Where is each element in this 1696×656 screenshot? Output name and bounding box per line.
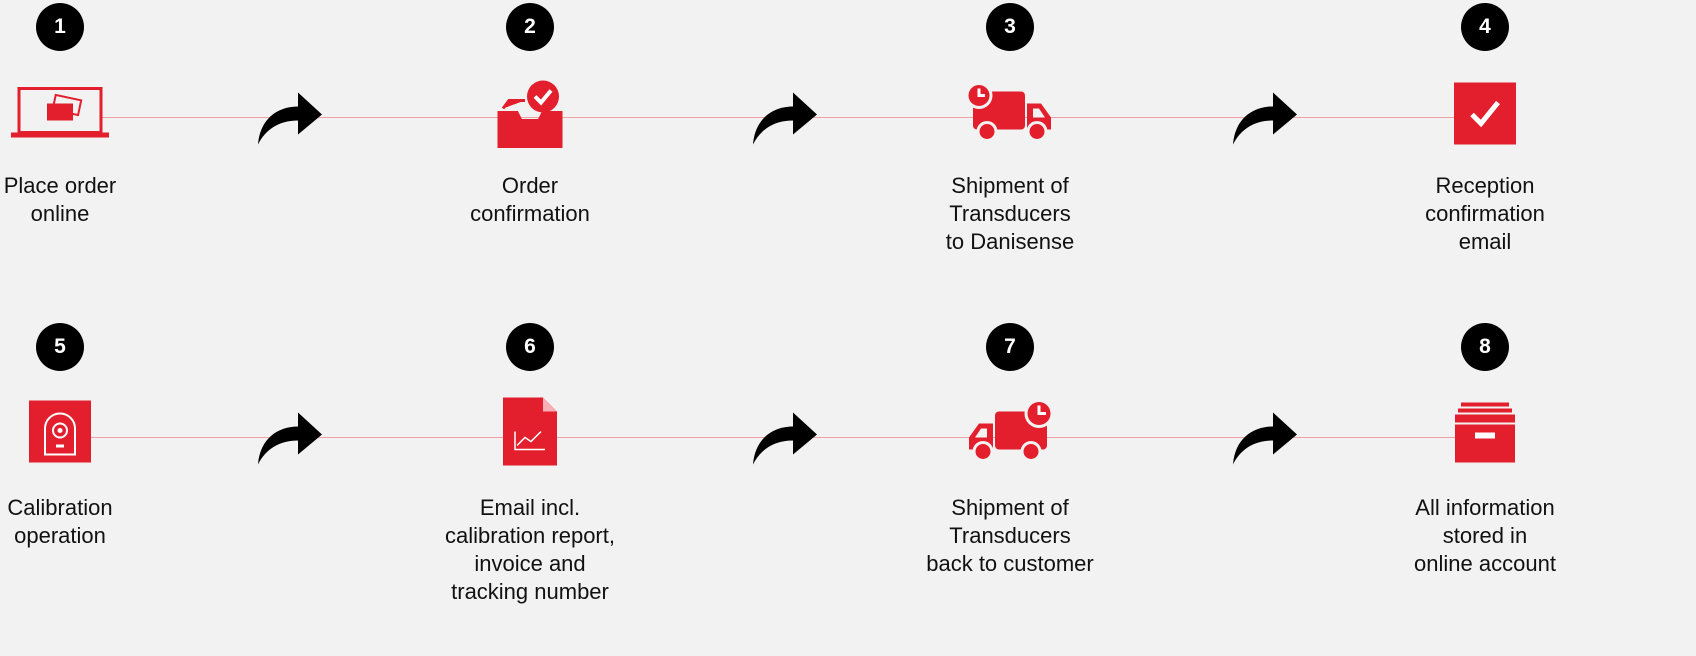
step-label-line: Shipment of <box>951 495 1069 520</box>
calibration-chamber-icon <box>29 400 91 468</box>
inbox-check-icon <box>495 79 565 154</box>
step-label: Calibration operation <box>0 494 180 550</box>
step-number-badge: 5 <box>36 323 84 371</box>
step-label: Shipment of Transducers back to customer <box>890 494 1130 578</box>
step-number-badge: 1 <box>36 3 84 51</box>
step-label-line: Calibration <box>7 495 113 520</box>
step-label-line: Order <box>501 173 559 198</box>
report-document-icon <box>503 397 557 471</box>
step-number-badge: 6 <box>506 323 554 371</box>
step-label-line: Transducers <box>949 201 1071 226</box>
archive-box-icon <box>1453 401 1517 468</box>
step-label-line: confirmation <box>470 201 590 226</box>
truck-clock-icon <box>965 82 1055 149</box>
step-label-line: Reception <box>1435 173 1535 198</box>
step-label: All information stored in online account <box>1365 494 1605 578</box>
truck-clock-icon <box>965 399 1055 469</box>
step-label: Email incl. calibration report, invoice an… <box>410 494 650 606</box>
step-label-line: Place order <box>3 173 117 198</box>
step-number-badge: 2 <box>506 3 554 51</box>
step-label: Order confirmation <box>410 172 650 228</box>
step-label-line: confirmation <box>1425 201 1545 226</box>
step-label-line: Transducers <box>949 523 1071 548</box>
step-number-badge: 7 <box>986 323 1034 371</box>
step-label-line: online account <box>1414 551 1556 576</box>
step-label: Reception confirmation email <box>1365 172 1605 256</box>
step-label-line: operation <box>14 523 106 548</box>
curved-arrow-icon <box>1233 92 1297 150</box>
step-number-badge: 8 <box>1461 323 1509 371</box>
curved-arrow-icon <box>753 92 817 150</box>
step-label-line: email <box>1458 229 1512 254</box>
step-number-badge: 3 <box>986 3 1034 51</box>
step-label-line: online <box>30 201 90 226</box>
curved-arrow-icon <box>753 412 817 470</box>
step-label-line: Shipment of <box>951 173 1069 198</box>
step-label-line: to Danisense <box>945 229 1075 254</box>
curved-arrow-icon <box>1233 412 1297 470</box>
step-label-line: tracking number <box>451 579 609 604</box>
step-label-line: back to customer <box>926 551 1094 576</box>
step-label-line: invoice and <box>474 551 586 576</box>
step-label-line: calibration report, <box>445 523 615 548</box>
checkbox-icon <box>1454 82 1516 150</box>
step-label: Shipment of Transducers to Danisense <box>890 172 1130 256</box>
step-label: Place order online <box>0 172 180 228</box>
curved-arrow-icon <box>258 92 322 150</box>
step-label-line: stored in <box>1442 523 1528 548</box>
curved-arrow-icon <box>258 412 322 470</box>
laptop-credit-card-icon <box>10 86 110 147</box>
step-number-badge: 4 <box>1461 3 1509 51</box>
step-label-line: All information <box>1415 495 1555 520</box>
step-label-line: Email incl. <box>479 495 581 520</box>
